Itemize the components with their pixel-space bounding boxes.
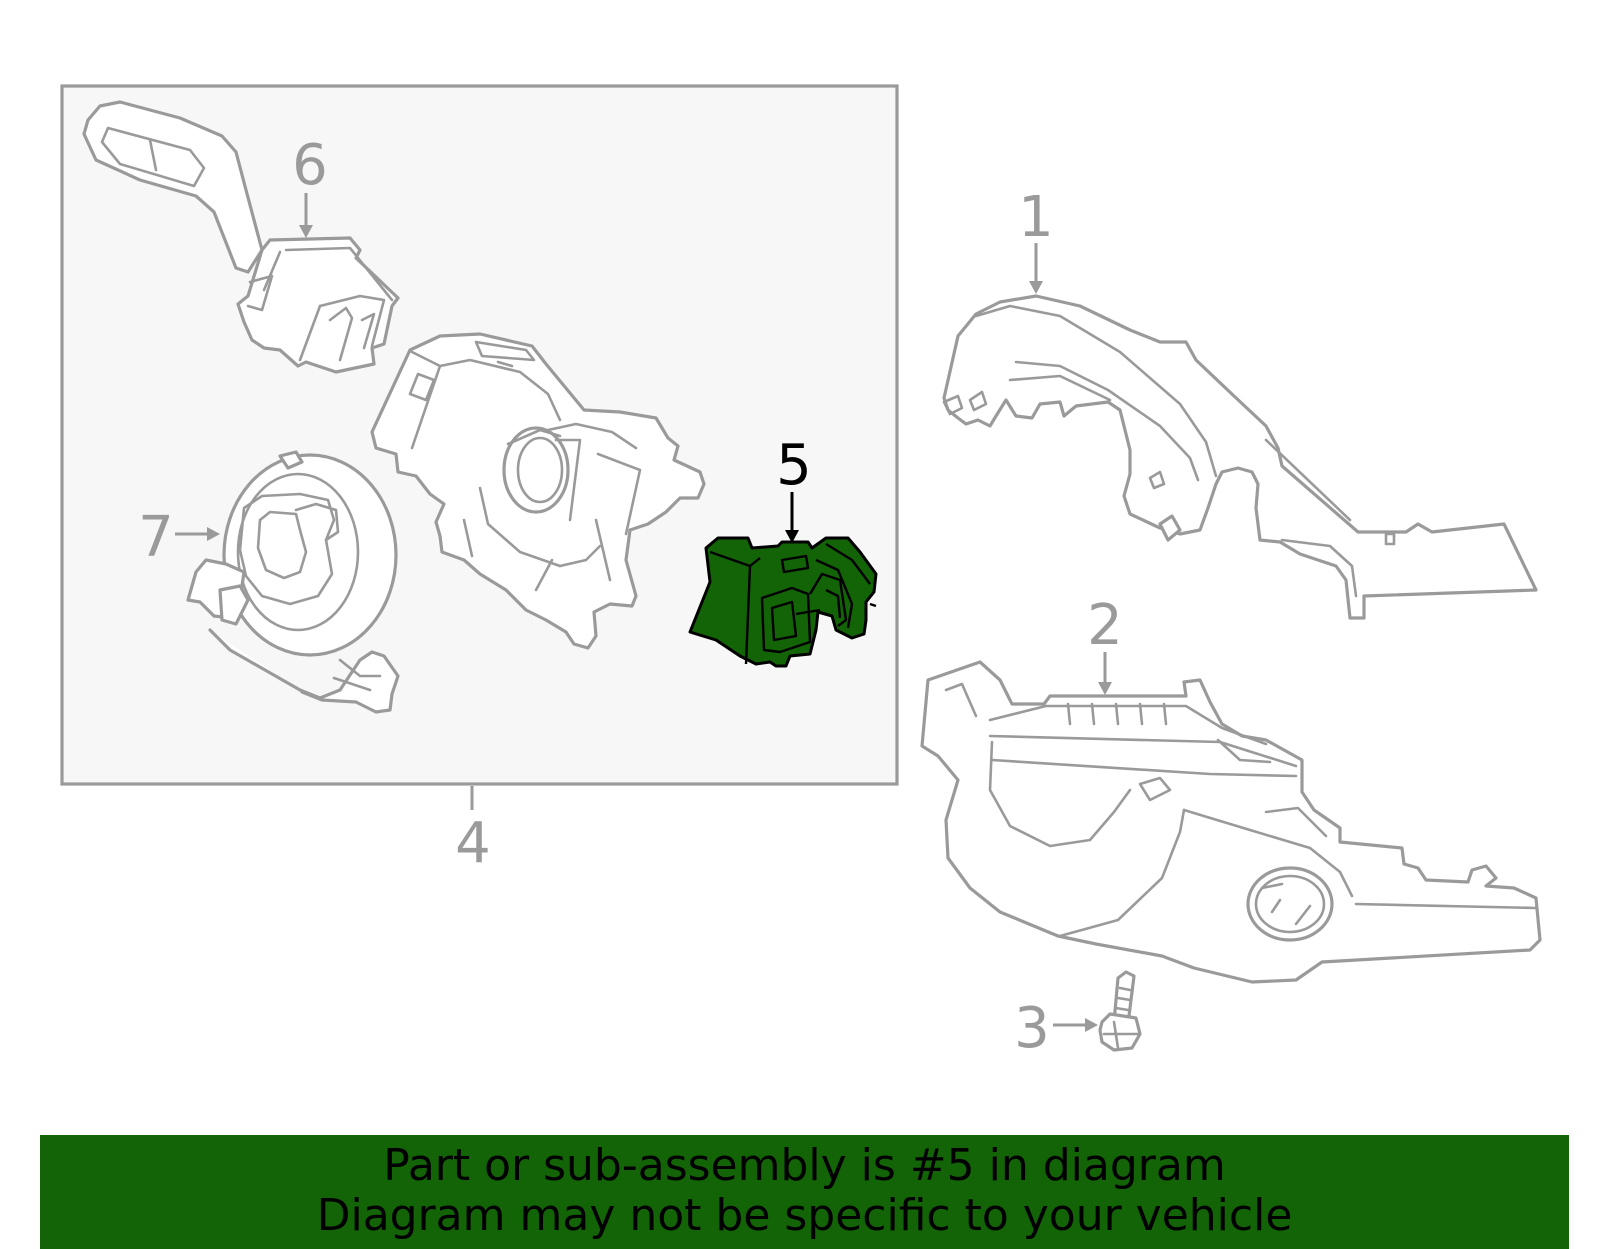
callout-6: 6 (292, 133, 328, 198)
part-2-lower-shroud[interactable] (920, 660, 1542, 984)
part-1-upper-shroud[interactable] (942, 294, 1538, 620)
parts-diagram: 1 2 3 4 5 6 7 (60, 84, 1542, 1061)
callout-3: 3 (1014, 996, 1050, 1061)
callout-2: 2 (1087, 593, 1123, 658)
part-6-lever-switch[interactable] (82, 100, 400, 374)
callout-1: 1 (1018, 185, 1054, 250)
banner-line-part: Part or sub-assembly is #5 in diagram (383, 1140, 1226, 1191)
callout-5: 5 (776, 433, 812, 498)
part-5-ignition-switch[interactable] (688, 536, 878, 668)
part-4-switch-housing[interactable] (370, 332, 706, 650)
callout-7: 7 (138, 505, 174, 570)
callout-arrows (175, 193, 1112, 1032)
callout-4: 4 (455, 811, 491, 876)
part-3-bolt[interactable] (1098, 970, 1142, 1052)
part-7-clock-spring[interactable] (186, 450, 400, 714)
info-banner: Part or sub-assembly is #5 in diagram Di… (40, 1135, 1569, 1249)
banner-line-disclaimer: Diagram may not be specific to your vehi… (316, 1190, 1293, 1241)
